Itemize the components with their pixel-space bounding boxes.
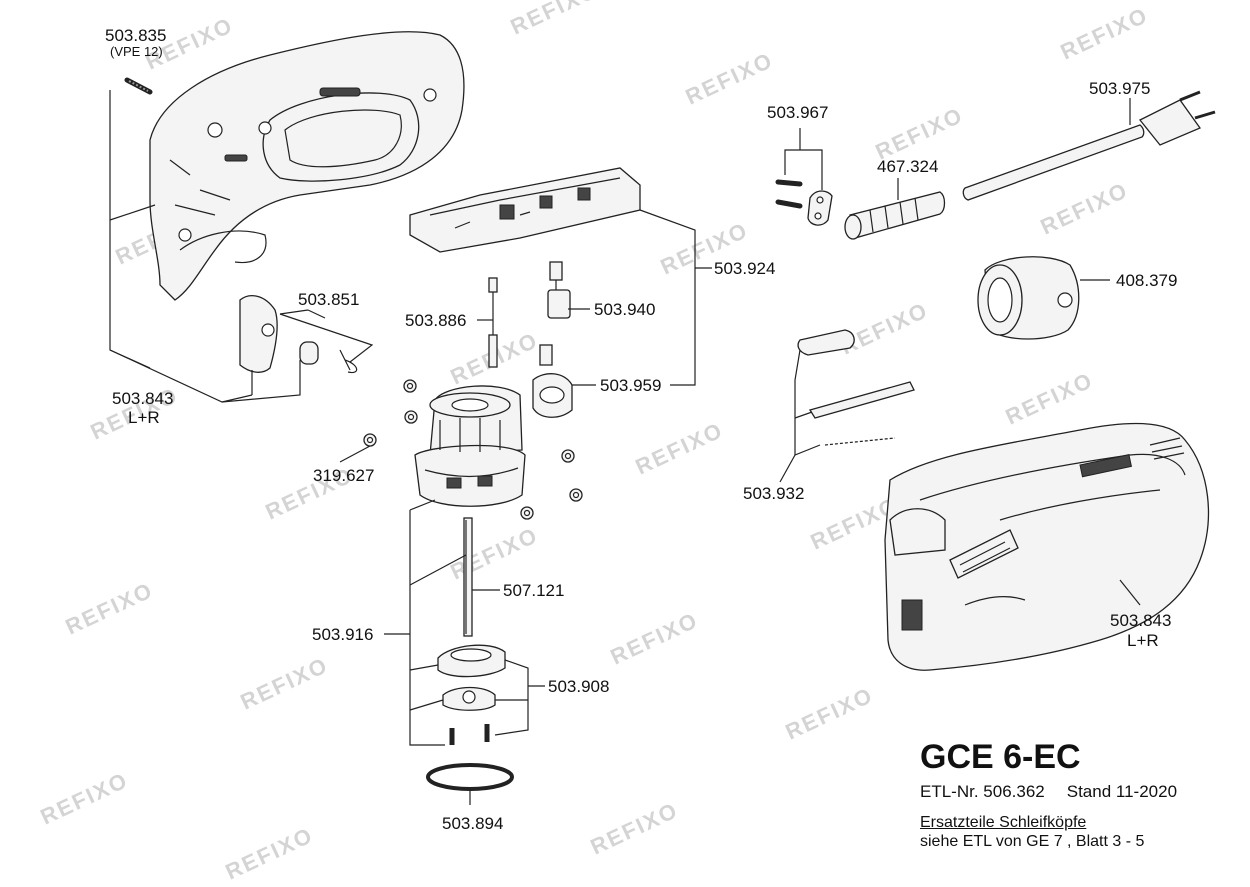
watermark: REFIXO [1057, 2, 1153, 64]
part-label-503940: 503.940 [594, 300, 655, 319]
electronics-board-503924-drawing [409, 167, 641, 253]
spare-parts-heading: Ersatzteile Schleifköpfe [920, 814, 1087, 831]
part-label-503843-left: 503.843 [112, 389, 173, 408]
part-label-503924: 503.924 [714, 259, 775, 278]
switch-503940-drawing [547, 261, 571, 319]
watermark: REFIXO [872, 102, 968, 164]
watermark: REFIXO [62, 577, 158, 639]
part-label-503843-right: 503.843 [1110, 611, 1171, 630]
title-block: GCE 6-EC ETL-Nr. 506.362 Stand 11-2020 Er… [920, 738, 1240, 851]
watermark: REFIXO [447, 522, 543, 584]
watermark: REFIXO [607, 607, 703, 669]
watermark: REFIXO [222, 822, 318, 882]
part-label-319627: 319.627 [313, 466, 374, 485]
watermark: REFIXO [837, 297, 933, 359]
part-label-503959: 503.959 [600, 376, 661, 395]
switch-slide-503932-drawing [797, 329, 915, 446]
part-labels: 503.835 (VPE 12) 503.851 503.843 L+R 503… [105, 26, 1177, 833]
side-cap-503851-drawing [239, 295, 358, 374]
spare-parts-reference: siehe ETL von GE 7 , Blatt 3 - 5 [920, 833, 1145, 850]
o-ring-503894-drawing [426, 763, 514, 791]
etl-info: ETL-Nr. 506.362 Stand 11-2020 [920, 782, 1240, 802]
etl-number: ETL-Nr. 506.362 [920, 782, 1045, 801]
part-label-503886: 503.886 [405, 311, 466, 330]
watermark: REFIXO [37, 767, 133, 829]
part-label-503851: 503.851 [298, 290, 359, 309]
shaft-507121-drawing [463, 517, 473, 637]
gear-head-408379-drawing [977, 256, 1080, 340]
assembled-grinder-drawing [884, 422, 1209, 671]
part-label-408379: 408.379 [1116, 271, 1177, 290]
cable-sleeve-467324-drawing [844, 191, 946, 240]
screws-clamp-503967-drawing [775, 179, 833, 226]
part-label-503967: 503.967 [767, 103, 828, 122]
board-503959-drawing [532, 344, 573, 418]
part-note-lr-left: L+R [128, 408, 160, 427]
housing-half-left-drawing [149, 31, 465, 301]
part-label-503932: 503.932 [743, 484, 804, 503]
power-cord-503975-drawing [962, 90, 1216, 201]
part-label-503916: 503.916 [312, 625, 373, 644]
motor-503916-drawing [414, 385, 526, 507]
nuts-319627-drawing [363, 379, 583, 520]
part-label-503975: 503.975 [1089, 79, 1150, 98]
watermark: REFIXO [1002, 367, 1098, 429]
part-label-507121: 507.121 [503, 581, 564, 600]
watermark: REFIXO [632, 417, 728, 479]
part-label-503908: 503.908 [548, 677, 609, 696]
part-note-vpe: (VPE 12) [110, 44, 163, 59]
watermark: REFIXO [782, 682, 878, 744]
screw-503835-drawing [124, 77, 153, 95]
revision-date: Stand 11-2020 [1066, 782, 1178, 801]
model-title: GCE 6-EC [920, 738, 1081, 776]
watermark: REFIXO [587, 797, 683, 859]
part-note-lr-right: L+R [1127, 631, 1159, 650]
watermark: REFIXO [507, 0, 603, 40]
part-label-503835: 503.835 [105, 26, 166, 45]
leader-lines [109, 90, 1141, 805]
watermark: REFIXO [1037, 177, 1133, 239]
part-label-467324: 467.324 [877, 157, 938, 176]
sensor-503886-drawing [488, 277, 498, 368]
watermark: REFIXO [682, 47, 778, 109]
watermark: REFIXO [237, 652, 333, 714]
fan-housing-503908-drawing [437, 644, 506, 745]
part-label-503894: 503.894 [442, 814, 503, 833]
